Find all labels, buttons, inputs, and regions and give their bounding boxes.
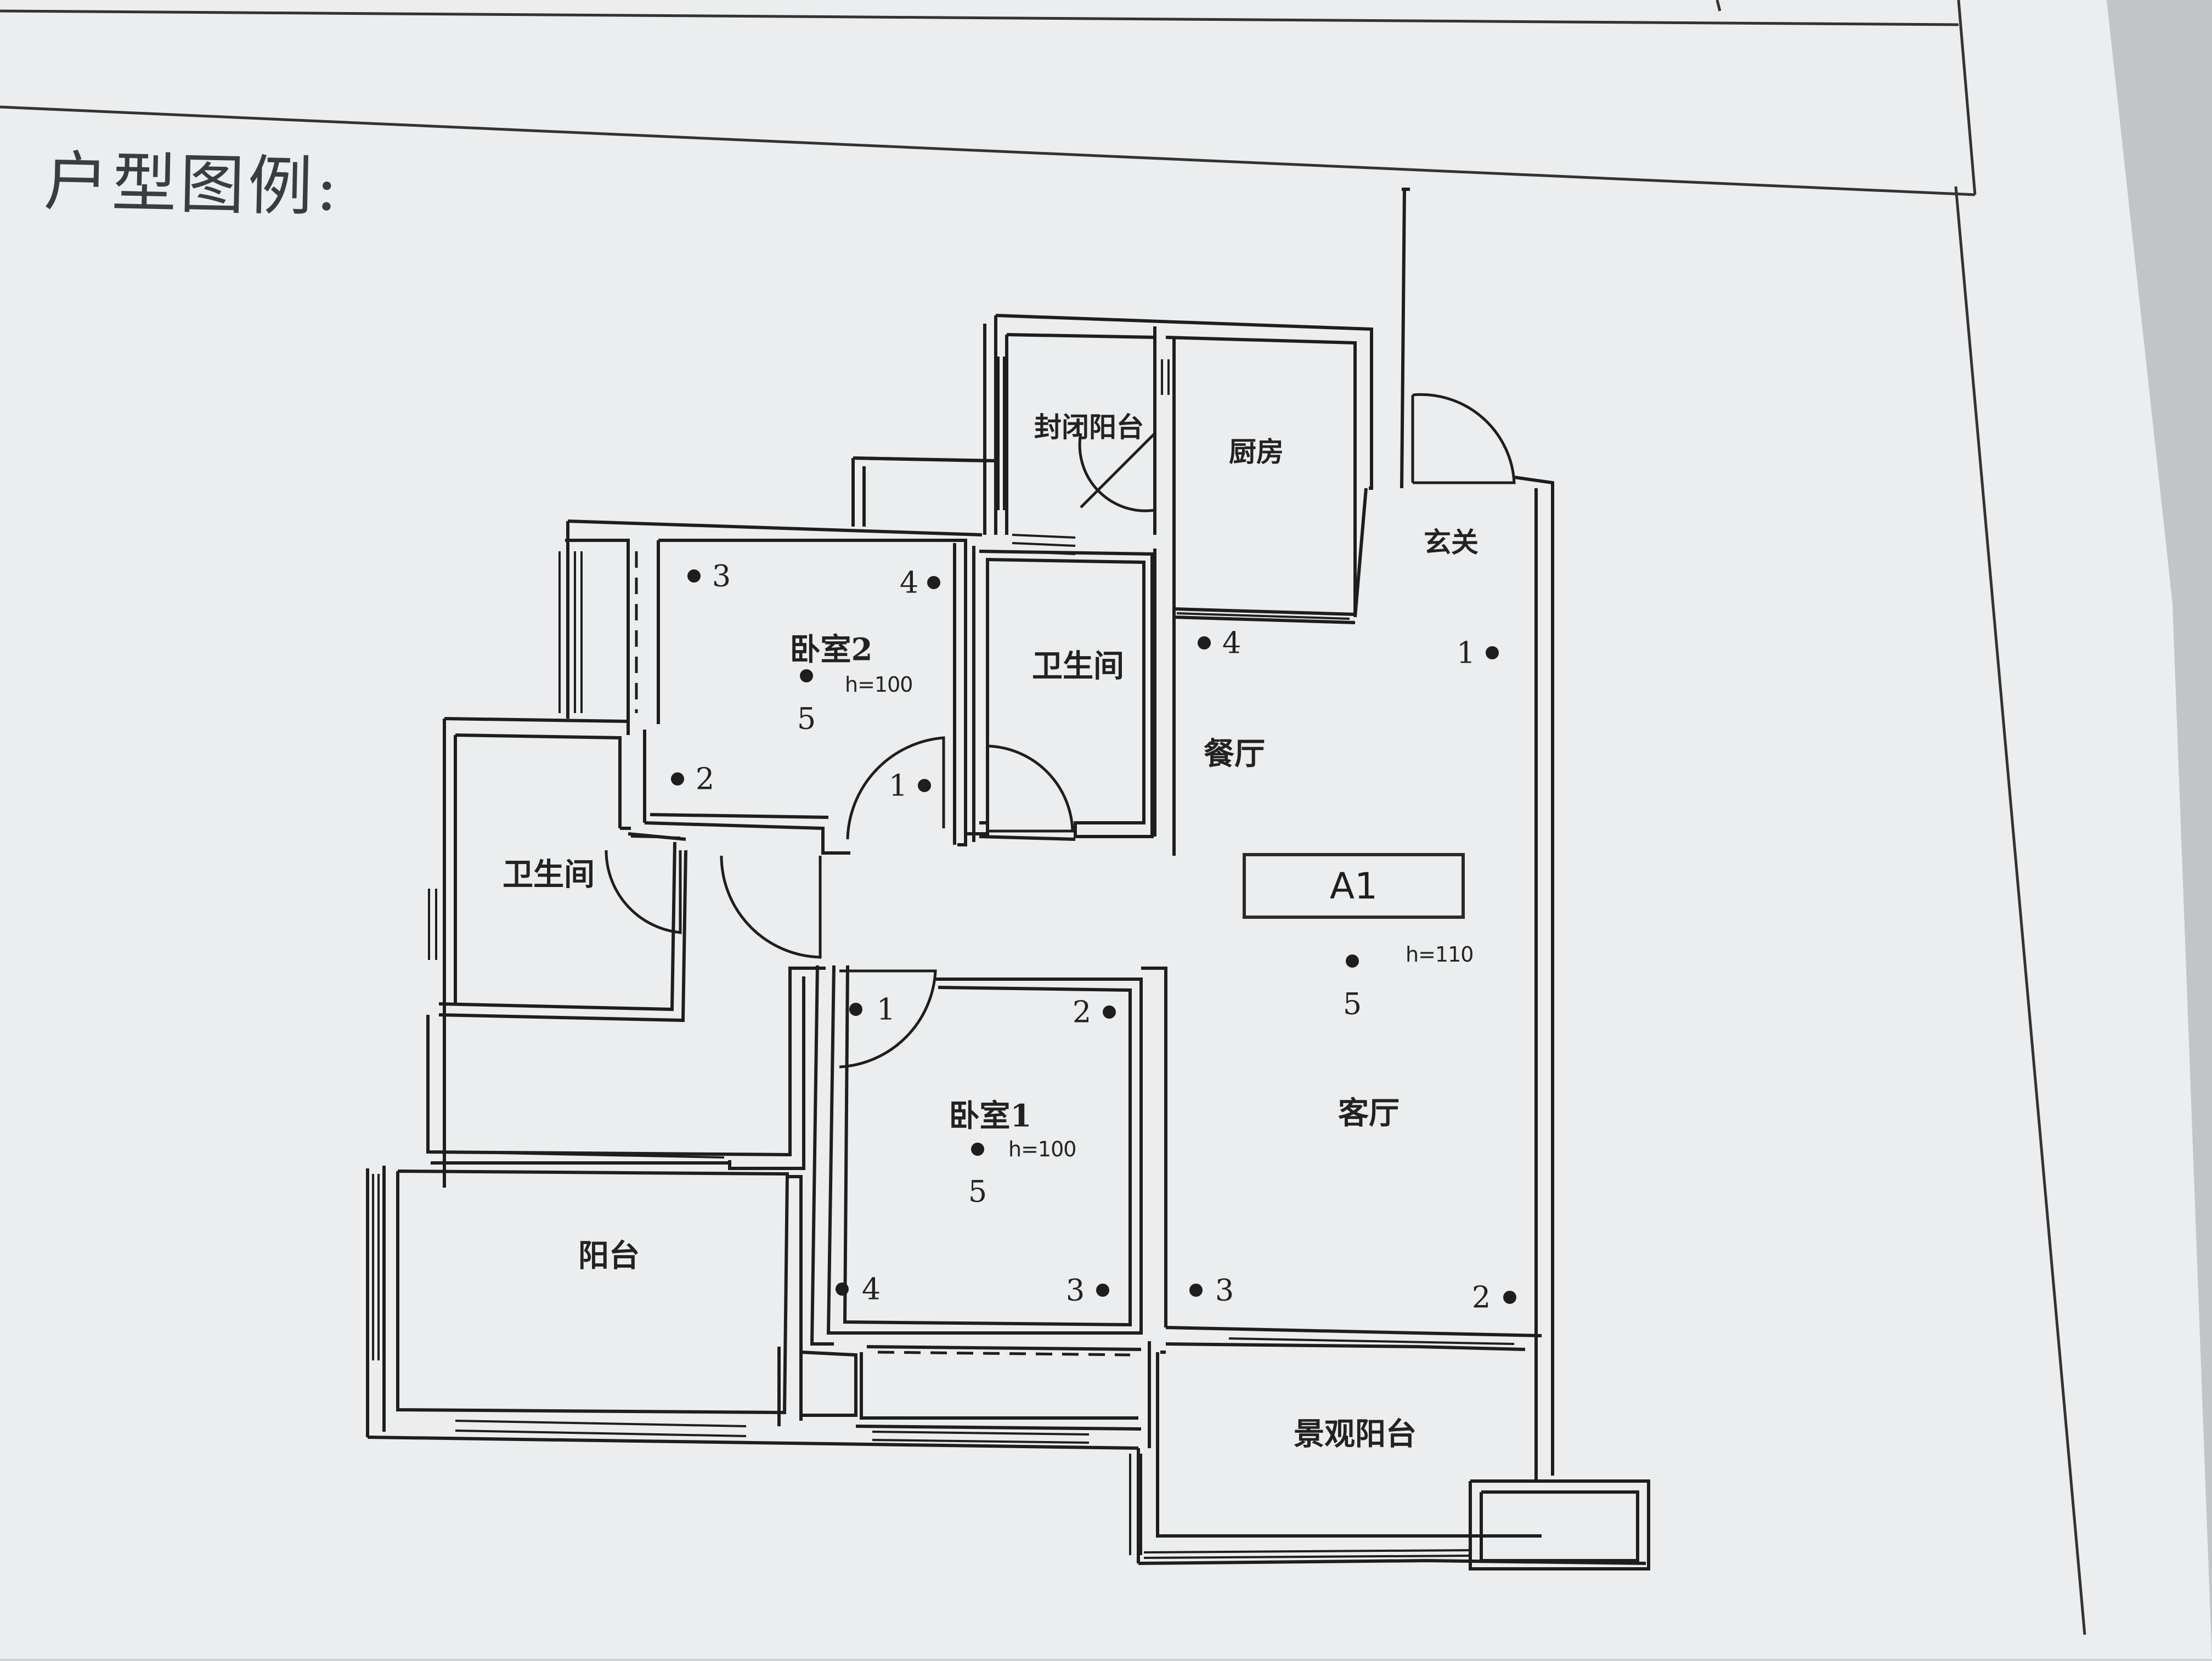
point-number: 2 xyxy=(1471,1280,1491,1315)
measure-point xyxy=(1503,1291,1516,1304)
point-number: 4 xyxy=(861,1272,881,1307)
room-label-bathroom-left: 卫生间 xyxy=(503,856,595,893)
measure-point xyxy=(927,576,940,589)
measure-point xyxy=(836,1283,849,1296)
point-number: 5 xyxy=(968,1174,988,1209)
unit-code-tag: A1 xyxy=(1243,853,1465,919)
room-label-foyer: 玄关 xyxy=(1424,526,1479,558)
desk-background xyxy=(2107,0,2212,1659)
measure-point xyxy=(1486,646,1499,659)
room-label-kitchen: 厨房 xyxy=(1229,436,1284,468)
measure-point xyxy=(918,779,931,792)
measure-point xyxy=(1103,1005,1116,1019)
height-label-bedroom2: h=100 xyxy=(845,673,913,697)
point-number: 4 xyxy=(899,565,919,600)
measure-point xyxy=(1198,636,1211,649)
measure-point xyxy=(849,1003,862,1016)
point-number: 2 xyxy=(1072,995,1092,1030)
point-number: 3 xyxy=(712,558,731,594)
point-number: 1 xyxy=(888,768,908,803)
storage-box xyxy=(853,456,988,462)
door-swings xyxy=(605,393,1516,1069)
room-label-closed-balcony: 封闭阳台 xyxy=(1034,411,1144,443)
page-title: 户型图例: xyxy=(43,143,342,225)
measure-point xyxy=(687,569,701,583)
point-number: 1 xyxy=(1456,635,1476,670)
point-number: 3 xyxy=(1215,1273,1234,1308)
point-number: 2 xyxy=(695,761,715,796)
document-frame xyxy=(0,0,2086,1635)
room-label-balcony: 阳台 xyxy=(578,1238,640,1274)
height-label-bedroom1: h=100 xyxy=(1008,1137,1076,1161)
measure-point xyxy=(1189,1284,1203,1297)
measure-point xyxy=(1346,954,1359,968)
point-number: 1 xyxy=(876,992,896,1027)
height-label-living: h=110 xyxy=(1406,942,1474,967)
point-number: 3 xyxy=(1065,1273,1085,1308)
windows xyxy=(372,357,1515,1559)
measure-point xyxy=(971,1143,984,1156)
measure-point xyxy=(1096,1284,1109,1297)
room-label-bedroom1: 卧室1 xyxy=(949,1098,1032,1134)
measure-point xyxy=(800,669,813,682)
room-label-living: 客厅 xyxy=(1338,1095,1400,1132)
room-label-view-balcony: 景观阳台 xyxy=(1294,1416,1417,1453)
room-label-bathroom-upper: 卫生间 xyxy=(1032,648,1124,685)
measure-point xyxy=(671,772,684,786)
walls xyxy=(366,188,1650,1570)
room-label-dining: 餐厅 xyxy=(1204,736,1265,772)
dashed-lines xyxy=(635,551,1131,1357)
room-label-bedroom2: 卧室2 xyxy=(789,631,873,668)
point-number: 5 xyxy=(1342,986,1362,1021)
point-number: 4 xyxy=(1222,625,1242,660)
point-number: 5 xyxy=(797,701,816,736)
